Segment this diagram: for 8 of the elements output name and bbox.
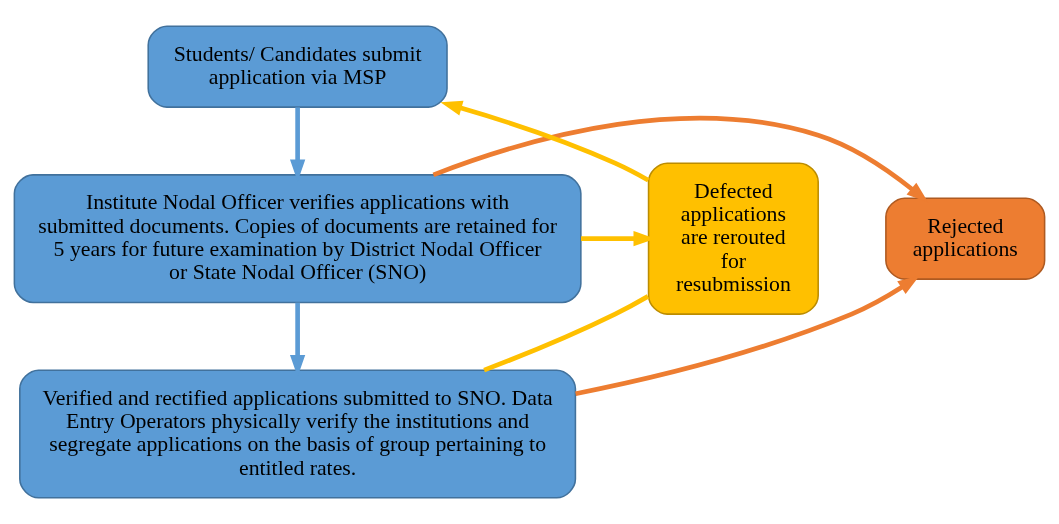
node-box: Rejected applications (885, 197, 1046, 280)
arrow (575, 275, 920, 396)
connector (483, 294, 650, 373)
node-box: Institute Nodal Officer verifies applications with submitted documents. Copies of documents are retained for 5 years for future examination by District Nodal Officer or State Nodal Officer (SNO) (13, 174, 582, 304)
arrow (440, 100, 650, 183)
node-box: Students/ Candidates submit application via MSP (147, 25, 448, 108)
node-box: Defected applications are rerouted for resubmission (647, 162, 819, 315)
node-box: Verified and rectified applications submitted to SNO. Data Entry Operators physically verify the institutions and segregate applications on the basis of group pertaining to entitled rates. (19, 369, 577, 499)
